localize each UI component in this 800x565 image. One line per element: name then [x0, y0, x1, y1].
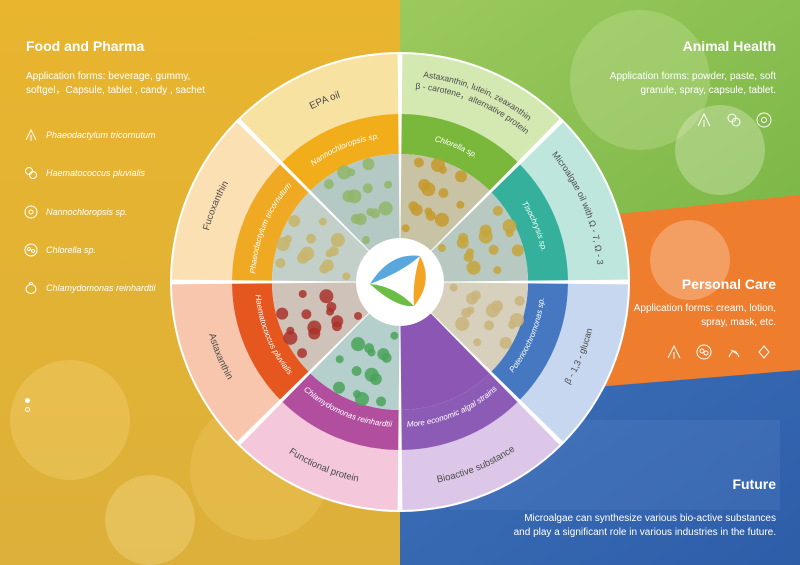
- tisochrysis-icon: [728, 349, 740, 358]
- chlorella-icon: [24, 243, 38, 257]
- haematococcus-icon: [727, 113, 741, 127]
- outer-functional-protein: [240, 402, 399, 510]
- food-pharma-forms-line1: Application forms: beverage, gummy,: [26, 71, 191, 82]
- segment-chlorella: [401, 114, 518, 191]
- species-label: Nannochloropsis sp.: [46, 207, 128, 217]
- segment-tisochrysis: [491, 164, 568, 281]
- future-text-line1: Microalgae can synthesize various bio-ac…: [524, 513, 776, 524]
- outer-epa-oil: [240, 54, 399, 162]
- species-item-nannochloropsis: Nannochloropsis sp.: [24, 205, 128, 219]
- species-label: Chlorella sp.: [46, 245, 97, 255]
- pagination-dots[interactable]: [25, 398, 30, 412]
- food-pharma-forms: Application forms: beverage, gummy, soft…: [26, 70, 205, 98]
- nannochloropsis-icon: [756, 112, 772, 128]
- outer-astaxanthin-lutein: [401, 54, 560, 162]
- image-nannochloropsis: [310, 154, 400, 257]
- logo-leaf-green: [370, 284, 414, 307]
- outer-fucoxanthin: [172, 122, 280, 281]
- segment-haematococcus: [232, 283, 309, 400]
- species-label: Haematococcus pluvialis: [46, 168, 146, 178]
- phaeodactylum-icon: [667, 344, 681, 359]
- future-text: Microalgae can synthesize various bio-ac…: [514, 512, 776, 540]
- segment-chlamydomonas: [282, 373, 399, 450]
- image-tisochrysis: [425, 192, 528, 282]
- species-item-chlorella: Chlorella sp.: [24, 243, 96, 257]
- species-item-phaeodactylum: Phaeodactylum tricornutum: [24, 128, 156, 142]
- phaeodactylum-icon: [25, 128, 37, 141]
- species-item-haematococcus: Haematococcus pluvialis: [24, 166, 145, 180]
- personal-care-icons: [666, 344, 772, 360]
- outer-astaxanthin: [172, 283, 280, 442]
- personal-care-forms-line2: spray, mask, etc.: [701, 317, 776, 328]
- animal-health-icons: [696, 112, 772, 128]
- poterioochromonas-icon: [758, 345, 770, 359]
- species-label: Phaeodactylum tricornutum: [46, 130, 156, 140]
- animal-health-forms-line2: granule, spray, capsule, tablet.: [640, 85, 776, 96]
- segment-more-strains: [401, 373, 518, 450]
- outer-glucan: [520, 283, 628, 442]
- logo-leaf-blue: [370, 255, 420, 284]
- personal-care-title: Personal Care: [681, 276, 776, 292]
- haematococcus-icon: [25, 167, 37, 179]
- food-pharma-forms-line2: softgel，Capsule, tablet , candy , sachet: [26, 85, 205, 96]
- food-pharma-title: Food and Pharma: [26, 38, 145, 54]
- species-item-chlamydomonas: Chlamydomonas reinhardtii: [24, 281, 156, 295]
- outer-bioactive: [401, 402, 560, 510]
- segment-nannochloropsis: [282, 114, 399, 191]
- species-label: Chlamydomonas reinhardtii: [46, 283, 156, 293]
- center-logo-bg: [356, 238, 444, 326]
- logo-leaf-orange: [413, 256, 426, 306]
- chlorella-icon: [696, 344, 712, 360]
- image-haematococcus: [272, 282, 375, 372]
- personal-care-forms: Application forms: cream, lotion, spray,…: [634, 302, 776, 330]
- animal-health-forms-line1: Application forms: powder, paste, soft: [609, 71, 776, 82]
- segment-poterioochromonas: [491, 283, 568, 400]
- segment-phaeodactylum: [232, 164, 309, 281]
- future-text-line2: and play a significant role in various i…: [513, 527, 776, 538]
- animal-health-forms: Application forms: powder, paste, soft g…: [610, 70, 776, 98]
- phaeodactylum-icon: [697, 112, 711, 127]
- nannochloropsis-icon: [24, 205, 38, 219]
- animal-health-title: Animal Health: [682, 38, 776, 54]
- personal-care-forms-line1: Application forms: cream, lotion,: [633, 303, 776, 314]
- image-more-strains: [400, 307, 490, 410]
- outer-microalgae-oil: [520, 122, 628, 281]
- future-title: Future: [732, 476, 776, 492]
- chlamydomonas-icon: [25, 282, 37, 294]
